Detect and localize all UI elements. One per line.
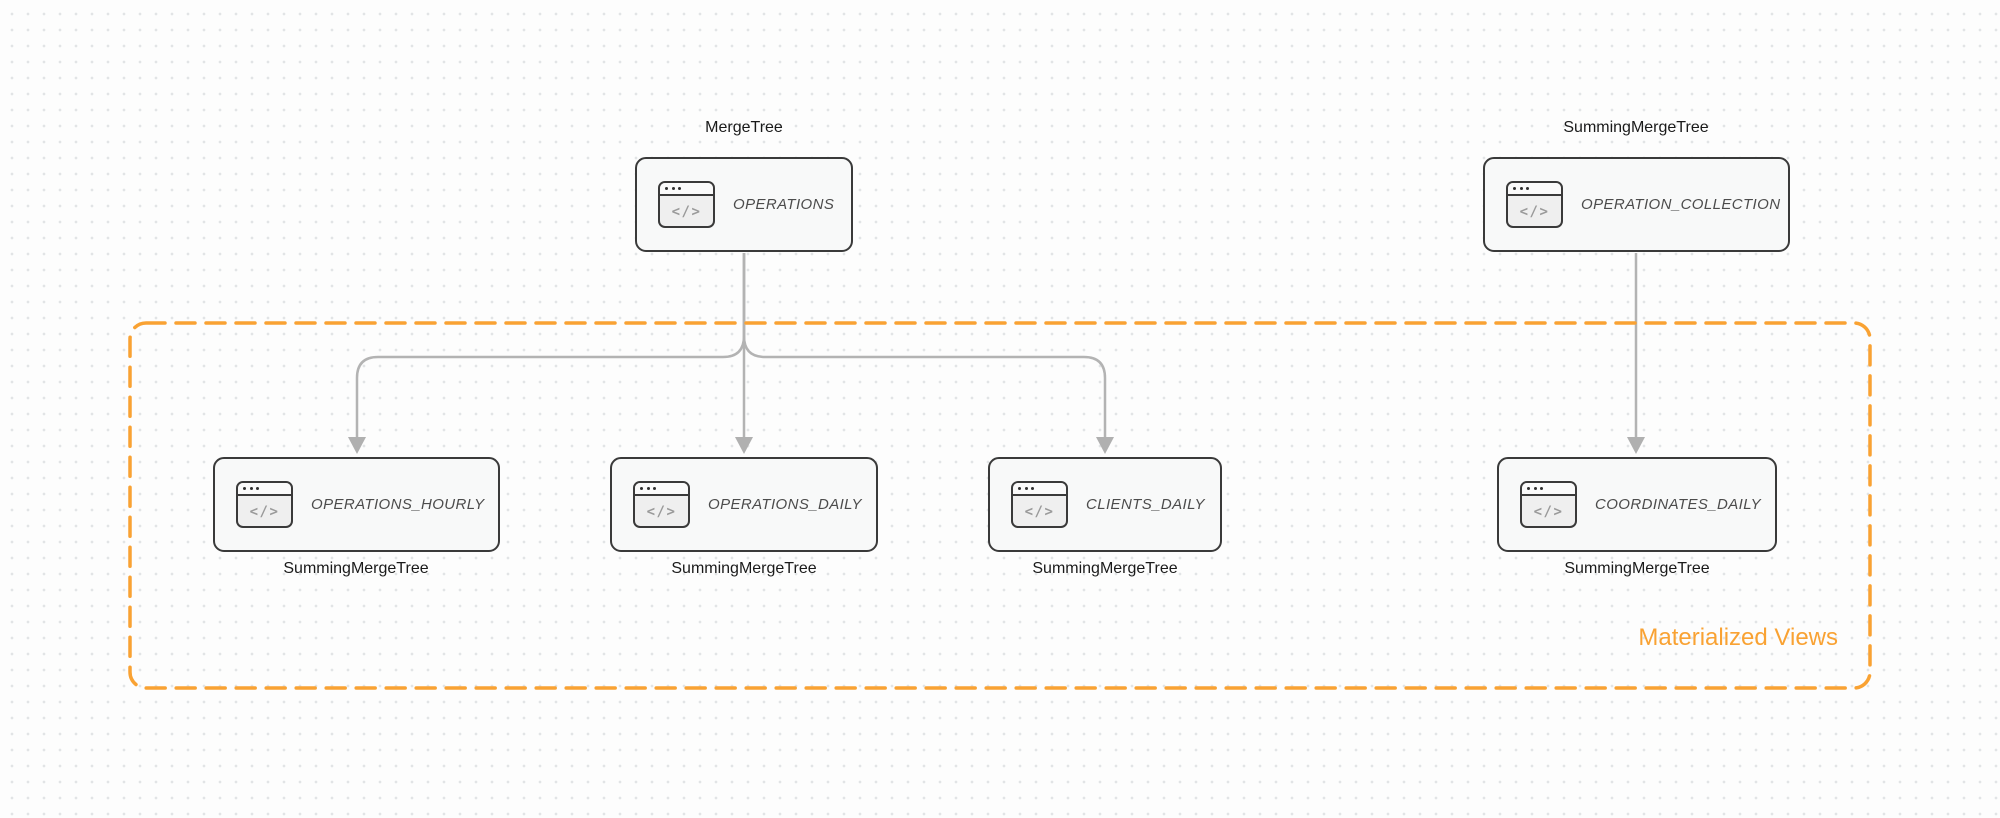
code-glyph: </> <box>1024 503 1055 520</box>
window-title-bar <box>1522 483 1575 496</box>
edge-operations-to-operations-hourly <box>355 253 746 438</box>
browser-code-window-icon: </> <box>658 181 715 228</box>
node-operations[interactable]: </> OPERATIONS <box>635 157 853 252</box>
engine-label-clients-daily: SummingMergeTree <box>1032 560 1178 577</box>
engine-label-coordinates-daily: SummingMergeTree <box>1564 560 1710 577</box>
node-operations-daily[interactable]: </> OPERATIONS_DAILY <box>610 457 878 552</box>
table-name: OPERATIONS_HOURLY <box>311 496 485 513</box>
code-glyph: </> <box>1533 503 1564 520</box>
engine-label-operation-collection: SummingMergeTree <box>1563 119 1709 136</box>
window-dot-icon <box>640 487 643 490</box>
arrowhead-icon <box>1096 437 1114 454</box>
node-coordinates-daily[interactable]: </> COORDINATES_DAILY <box>1497 457 1777 552</box>
window-dot-icon <box>646 487 650 490</box>
window-dot-icon <box>1031 487 1034 490</box>
arrowheads <box>348 437 1645 454</box>
window-dot-icon <box>243 487 246 490</box>
window-dot-icon <box>1540 487 1543 490</box>
browser-code-window-icon: </> <box>1011 481 1068 528</box>
window-title-bar <box>1508 183 1561 196</box>
code-glyph: </> <box>1519 203 1550 220</box>
edge-operations-to-clients-daily <box>742 253 1107 438</box>
window-dot-icon <box>671 187 675 190</box>
table-name: OPERATIONS <box>733 196 835 213</box>
window-title-bar <box>635 483 688 496</box>
table-name: OPERATIONS_DAILY <box>708 496 862 513</box>
arrowhead-icon <box>735 437 753 454</box>
window-dot-icon <box>1018 487 1021 490</box>
window-dot-icon <box>249 487 253 490</box>
node-operation-collection[interactable]: </> OPERATION_COLLECTION <box>1483 157 1790 252</box>
window-dot-icon <box>678 187 681 190</box>
browser-code-window-icon: </> <box>633 481 690 528</box>
browser-code-window-icon: </> <box>1520 481 1577 528</box>
window-dot-icon <box>1526 187 1529 190</box>
table-name: COORDINATES_DAILY <box>1595 496 1762 513</box>
window-dot-icon <box>1513 187 1516 190</box>
node-operations-hourly[interactable]: </> OPERATIONS_HOURLY <box>213 457 500 552</box>
window-dot-icon <box>1527 487 1530 490</box>
materialized-views-group-outline <box>128 321 1872 690</box>
engine-label-operations: MergeTree <box>705 119 783 136</box>
code-glyph: </> <box>249 503 280 520</box>
code-glyph: </> <box>646 503 677 520</box>
window-title-bar <box>660 183 713 196</box>
window-title-bar <box>238 483 291 496</box>
window-dot-icon <box>1519 187 1523 190</box>
window-dot-icon <box>1533 487 1537 490</box>
window-title-bar <box>1013 483 1066 496</box>
arrowhead-icon <box>1627 437 1645 454</box>
browser-code-window-icon: </> <box>236 481 293 528</box>
browser-code-window-icon: </> <box>1506 181 1563 228</box>
arrowhead-icon <box>348 437 366 454</box>
engine-label-operations-daily: SummingMergeTree <box>671 560 817 577</box>
table-name: CLIENTS_DAILY <box>1086 496 1205 513</box>
edges <box>355 253 1638 438</box>
window-dot-icon <box>256 487 259 490</box>
window-dot-icon <box>665 187 668 190</box>
window-dot-icon <box>1024 487 1028 490</box>
materialized-views-label: Materialized Views <box>1638 624 1838 651</box>
table-name: OPERATION_COLLECTION <box>1581 196 1781 213</box>
window-dot-icon <box>653 487 656 490</box>
engine-label-operations-hourly: SummingMergeTree <box>283 560 429 577</box>
code-glyph: </> <box>671 203 702 220</box>
node-clients-daily[interactable]: </> CLIENTS_DAILY <box>988 457 1222 552</box>
